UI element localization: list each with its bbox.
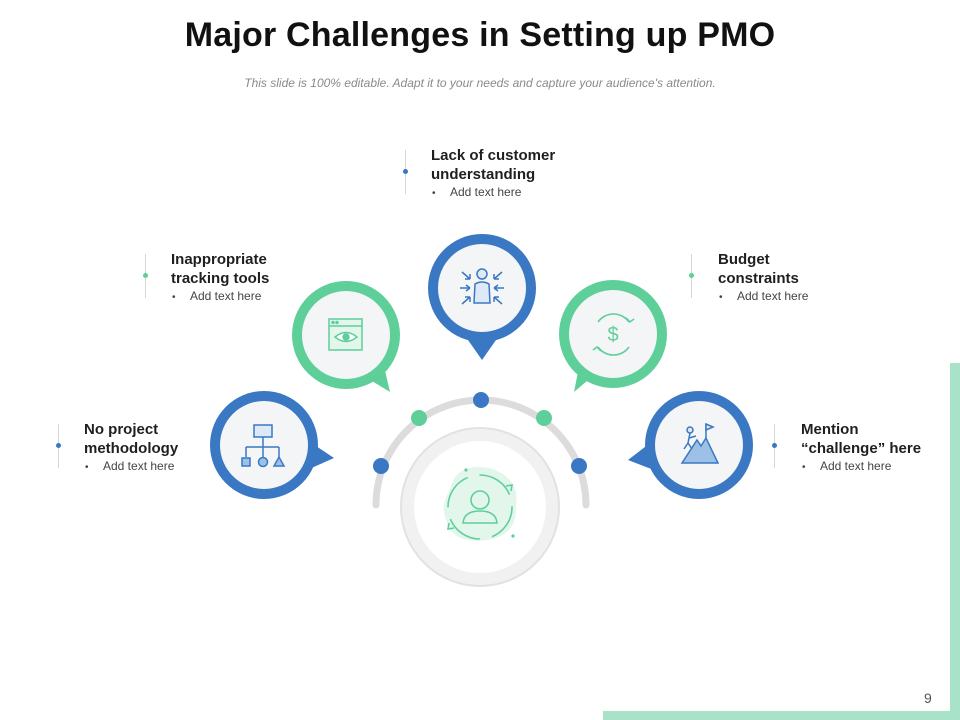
slide-title: Major Challenges in Setting up PMO — [184, 16, 776, 54]
challenge-bubble-1 — [210, 391, 334, 499]
challenge-heading-1-line2: methodology — [84, 440, 179, 457]
challenge-heading-2: Inappropriate — [171, 251, 267, 268]
slide-subtitle: This slide is 100% editable. Adapt it to… — [244, 76, 716, 90]
arc-dot-5 — [571, 458, 587, 474]
label-dot — [689, 273, 694, 278]
corner-accent-vertical — [950, 363, 960, 720]
label-dot — [772, 443, 777, 448]
page-number: 9 — [924, 690, 932, 706]
arc-dot-2 — [411, 410, 427, 426]
dollar-cycle-icon: $ — [592, 313, 635, 356]
challenge-heading-2-line2: tracking tools — [171, 270, 270, 287]
challenge-bubble-3 — [428, 234, 536, 360]
user-cycle-icon — [443, 466, 517, 541]
challenge-bullet-3: Add text here — [432, 185, 521, 199]
arc-dot-4 — [536, 410, 552, 426]
challenge-heading-3-line2: understanding — [431, 166, 536, 183]
challenge-heading-4-line2: constraints — [718, 270, 799, 287]
hierarchy-chart-icon — [241, 424, 286, 468]
label-dot — [403, 169, 408, 174]
svg-text:$: $ — [607, 324, 618, 346]
challenge-bubble-5 — [628, 391, 753, 499]
arc-dot-3 — [473, 392, 489, 408]
climber-flag-icon — [680, 422, 720, 464]
arc-dot-1 — [373, 458, 389, 474]
challenge-bubble-2 — [292, 281, 400, 392]
challenge-bullet-4: Add text here — [719, 289, 808, 303]
label-dot — [56, 443, 61, 448]
challenge-heading-5: Mention — [801, 421, 859, 438]
challenge-heading-4: Budget — [718, 251, 770, 268]
challenge-bullet-2: Add text here — [172, 289, 261, 303]
browser-eye-icon — [328, 318, 363, 351]
corner-accent-horizontal — [603, 711, 960, 720]
label-dot — [143, 273, 148, 278]
challenge-bullet-1: Add text here — [85, 459, 174, 473]
challenge-bullet-5: Add text here — [802, 459, 891, 473]
challenge-bubble-4: $ — [559, 280, 667, 392]
challenge-heading-3: Lack of customer — [431, 147, 556, 164]
challenge-heading-5-line2: “challenge” here — [801, 440, 922, 457]
challenge-heading-1: No project — [84, 421, 159, 438]
center-hub — [400, 427, 560, 587]
person-arrows-icon — [460, 268, 504, 305]
